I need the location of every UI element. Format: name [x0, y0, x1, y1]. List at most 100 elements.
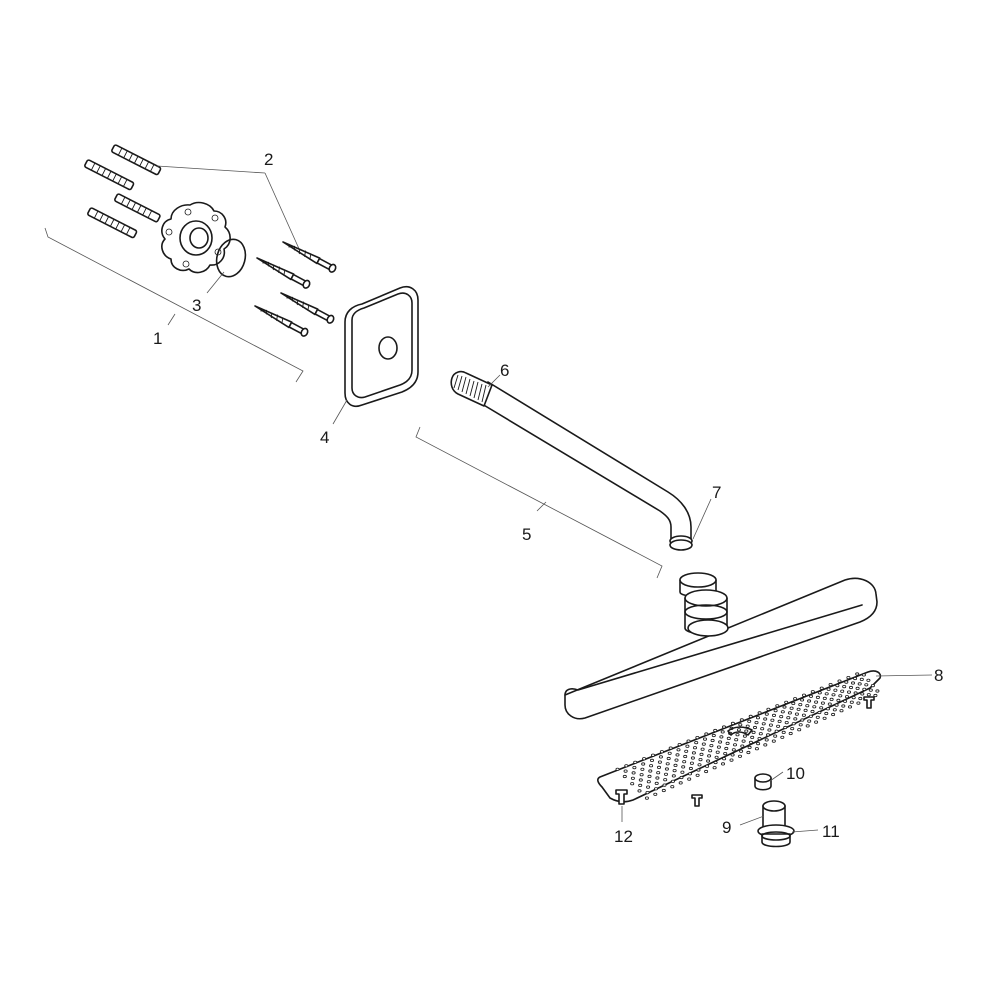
spray-hole — [705, 764, 710, 768]
spray-hole — [725, 741, 730, 746]
spray-hole — [722, 725, 727, 729]
spray-hole — [701, 742, 706, 746]
leader-11 — [791, 829, 819, 833]
spray-hole — [671, 779, 676, 783]
mounting-flange — [161, 201, 231, 274]
spray-hole — [768, 723, 773, 727]
spray-hole — [783, 725, 788, 730]
spray-hole — [793, 697, 798, 701]
spray-hole — [699, 752, 704, 757]
spray-hole — [679, 775, 684, 780]
spray-hole — [697, 763, 702, 767]
spray-hole — [873, 693, 878, 698]
spray-hole — [654, 787, 659, 791]
spray-hole — [740, 744, 745, 748]
wall-rosette — [344, 285, 419, 408]
spray-hole — [851, 681, 856, 685]
spray-hole — [712, 766, 717, 770]
spray-hole — [819, 706, 824, 710]
spray-hole — [777, 719, 782, 724]
spray-hole — [708, 749, 713, 753]
spray-hole — [842, 684, 847, 689]
spray-hole — [790, 726, 795, 731]
callout-7: 7 — [712, 483, 721, 502]
spray-hole — [654, 781, 659, 786]
spray-hole — [690, 756, 695, 760]
spray-hole — [754, 747, 759, 751]
spray-hole — [745, 724, 750, 728]
spray-hole — [764, 712, 769, 716]
spray-hole — [831, 712, 836, 717]
spray-hole — [720, 730, 725, 734]
spray-hole — [704, 769, 709, 774]
spray-hole — [756, 741, 761, 746]
spray-hole — [633, 760, 638, 764]
spray-hole — [808, 714, 813, 718]
spray-hole — [748, 714, 753, 719]
spray-hole — [848, 705, 853, 709]
spray-hole — [746, 750, 751, 755]
spray-hole — [839, 709, 844, 713]
spray-hole — [797, 728, 802, 732]
spray-hole — [682, 760, 687, 764]
callout-9: 9 — [722, 818, 731, 837]
spray-hole — [747, 745, 752, 750]
spray-hole — [776, 724, 781, 728]
spray-hole — [786, 716, 791, 720]
leader-9 — [739, 815, 765, 826]
spray-hole — [805, 704, 810, 708]
spray-hole — [694, 740, 699, 745]
spray-hole — [807, 699, 812, 703]
spray-hole — [622, 774, 627, 779]
wood-screws — [254, 241, 337, 337]
spray-hole — [807, 719, 812, 723]
spray-hole — [707, 754, 712, 758]
spray-hole — [695, 773, 700, 777]
spray-hole — [623, 769, 628, 773]
spray-hole — [801, 713, 806, 717]
spray-hole — [738, 723, 743, 727]
spray-hole — [646, 785, 651, 789]
spray-hole — [798, 723, 803, 727]
spray-hole — [638, 778, 643, 782]
leader-10 — [769, 771, 784, 782]
spray-hole — [695, 735, 700, 740]
spray-hole — [706, 759, 711, 763]
spray-hole — [831, 693, 836, 697]
spray-hole — [866, 693, 871, 697]
spray-hole — [632, 765, 637, 770]
spray-hole — [773, 734, 778, 738]
spray-hole — [833, 688, 838, 692]
spray-hole — [744, 729, 749, 733]
spray-hole — [639, 773, 644, 777]
spray-hole — [822, 696, 827, 701]
spray-hole — [815, 715, 820, 719]
spray-hole — [802, 693, 807, 697]
spray-hole — [624, 764, 629, 768]
spray-hole — [836, 698, 841, 703]
spray-hole — [719, 735, 724, 739]
leader-2b — [264, 172, 301, 252]
spray-hole — [817, 710, 822, 715]
spray-hole — [698, 757, 703, 762]
leader-5-bracket — [415, 426, 663, 579]
spray-hole — [735, 733, 740, 737]
spray-hole — [814, 720, 819, 724]
spray-hole — [794, 712, 799, 716]
spray-hole — [650, 758, 655, 763]
spray-hole — [787, 711, 792, 715]
spray-hole — [835, 683, 840, 688]
spray-hole — [733, 743, 738, 747]
spray-hole — [866, 678, 871, 682]
spray-hole — [657, 760, 662, 764]
spray-hole — [730, 721, 735, 726]
spray-hole — [834, 703, 839, 707]
shower-arm — [450, 370, 693, 551]
leader-4 — [332, 399, 348, 425]
spray-hole — [788, 731, 793, 736]
spray-hole — [810, 709, 815, 714]
spray-hole — [849, 700, 854, 704]
spray-hole — [723, 751, 728, 756]
spray-hole — [688, 772, 693, 776]
callout-11: 11 — [822, 822, 840, 841]
